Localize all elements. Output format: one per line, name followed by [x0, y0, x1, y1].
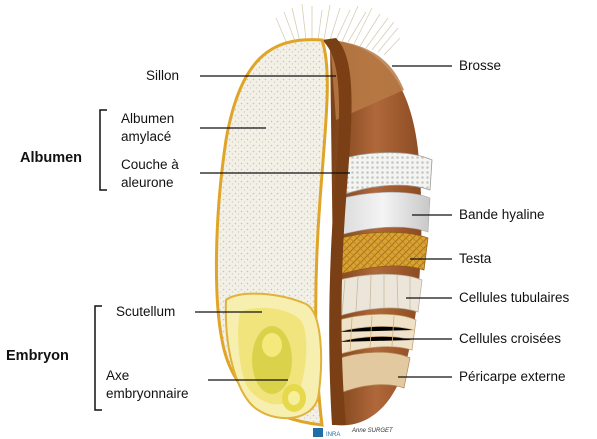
svg-text:INRA: INRA: [326, 432, 340, 438]
label-brosse: Brosse: [459, 57, 501, 74]
label-couche-aleurone-line1: Couche à: [121, 156, 179, 173]
label-scutellum: Scutellum: [116, 303, 175, 320]
label-albumen-amylace-line2: amylacé: [121, 128, 171, 145]
label-testa: Testa: [459, 250, 491, 267]
label-albumen-amylace-line1: Albumen: [121, 110, 174, 127]
embryonic-axis-inner: [262, 333, 282, 357]
label-cellules-tubulaires: Cellules tubulaires: [459, 289, 569, 306]
label-axe-line2: embryonnaire: [106, 385, 189, 402]
embryon-bracket: [95, 306, 102, 410]
label-pericarpe-externe: Péricarpe externe: [459, 368, 566, 385]
label-sillon: Sillon: [146, 67, 179, 84]
embryonic-axis-root-inner: [288, 391, 300, 405]
label-couche-aleurone-line2: aleurone: [121, 174, 174, 191]
group-label-albumen: Albumen: [20, 150, 82, 166]
label-axe-line1: Axe: [106, 367, 129, 384]
label-cellules-croisees: Cellules croisées: [459, 330, 561, 347]
credit-logo: INRA: [313, 428, 340, 438]
albumen-bracket: [100, 110, 107, 190]
label-bande-hyaline: Bande hyaline: [459, 206, 545, 223]
group-label-embryon: Embryon: [6, 348, 69, 364]
credit-author: Anne SURGET: [352, 428, 393, 434]
